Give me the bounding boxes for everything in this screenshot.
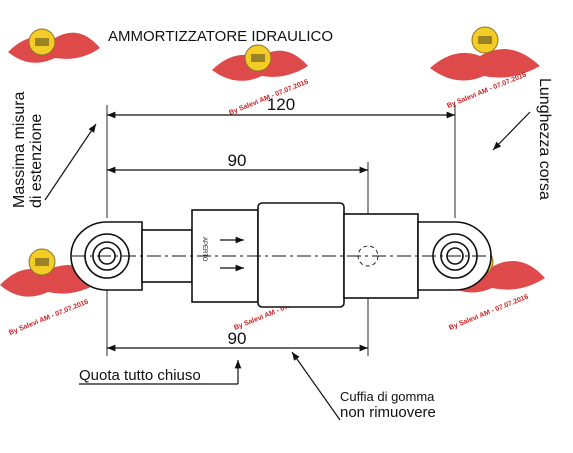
fully-closed-label: Quota tutto chiuso [79,367,201,384]
rubber-boot [257,202,345,308]
title: AMMORTIZZATORE IDRAULICO [108,28,333,45]
dim-120-value: 120 [267,95,295,114]
max-extension-leader [44,123,97,201]
stroke-length-leader [492,111,531,151]
shock-absorber: APERTO [70,202,492,308]
dim-90-lower-value: 90 [228,329,247,348]
watermark-text-5: By Salevi AM - 07.07.2016 [448,293,529,331]
max-extension-label-line2: di estenzione [28,114,45,208]
boot-label-line2: non rimuovere [340,404,436,421]
watermark-logo-top-right [430,26,540,81]
boot-leader [291,351,341,421]
watermark-logo-top-center [212,44,308,81]
boot-label-line1: Cuffia di gomma [340,389,435,404]
dim-90-upper-value: 90 [228,151,247,170]
watermark-text-3: By Salevi AM - 07.07.2016 [8,298,89,336]
max-extension-label-line1: Massima misura [11,91,28,208]
stroke-length-label: Lunghezza corsa [536,78,553,200]
watermark-logo-top-left [8,28,100,63]
open-marker-label: APERTO [201,237,207,262]
